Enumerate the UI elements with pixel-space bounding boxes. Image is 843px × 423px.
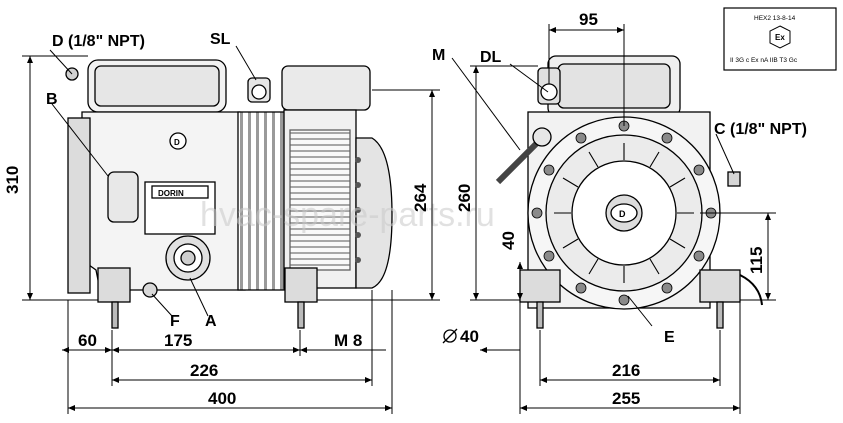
mounting-foot-left <box>97 267 131 303</box>
diameter-symbol <box>442 328 458 344</box>
watermark: hvac-spare-parts.ru <box>200 196 495 234</box>
label-a: A <box>205 313 217 330</box>
dim-260: 260 <box>455 184 474 212</box>
dim-40-vertical: 40 <box>499 231 518 250</box>
brand-logo-end <box>610 203 638 223</box>
label-sl: SL <box>210 31 231 48</box>
dim-310: 310 <box>3 166 22 194</box>
motor-terminal-box <box>281 65 371 111</box>
label-f: F <box>170 313 180 330</box>
dim-255: 255 <box>612 389 640 408</box>
cooling-fins-left <box>237 111 285 291</box>
end-view <box>495 55 763 329</box>
brand-logo-side <box>169 132 187 150</box>
dim-60: 60 <box>78 331 97 350</box>
atex-certification-box: HEX2 13-8-14 Ex II 3G c Ex nA IIB T3 Gc <box>723 7 837 71</box>
dim-115: 115 <box>747 247 766 274</box>
ex-symbol: Ex <box>775 33 785 42</box>
end-logo-letter: D <box>619 209 626 219</box>
nameplate-brand: DORIN <box>158 189 184 198</box>
end-foot-left <box>519 269 561 303</box>
motor-ribs <box>289 129 351 271</box>
cert-marking: II 3G c Ex nA IIB T3 Gc <box>730 57 798 64</box>
power-cable <box>739 274 763 306</box>
label-dl: DL <box>480 49 502 66</box>
oil-drain-plug <box>142 282 158 298</box>
dim-226: 226 <box>190 361 218 380</box>
side-logo-letter: D <box>174 138 180 147</box>
head-cover-inner <box>94 65 220 107</box>
dim-diameter-40: 40 <box>460 327 479 346</box>
label-d: D (1/8" NPT) <box>52 33 145 50</box>
end-foot-right <box>699 269 741 303</box>
radial-slots <box>554 143 694 283</box>
dim-95: 95 <box>579 10 598 29</box>
cert-code: HEX2 13-8-14 <box>754 15 796 22</box>
dim-400: 400 <box>208 389 236 408</box>
side-view <box>65 59 393 329</box>
dimension-lines <box>22 24 776 414</box>
mounting-foot-right <box>284 267 318 303</box>
label-b: B <box>46 91 58 108</box>
dim-175: 175 <box>164 331 192 350</box>
ex-hexagon-icon <box>769 25 791 49</box>
plug-c <box>727 171 741 187</box>
label-m: M <box>432 47 445 64</box>
motor-end-cap <box>355 137 393 289</box>
front-flange <box>67 117 91 294</box>
label-c: C (1/8" NPT) <box>714 121 807 138</box>
dim-216: 216 <box>612 361 640 380</box>
dim-264: 264 <box>411 183 430 212</box>
dim-m8: M 8 <box>334 331 362 350</box>
label-e: E <box>664 329 675 346</box>
valve-plate <box>107 171 139 223</box>
